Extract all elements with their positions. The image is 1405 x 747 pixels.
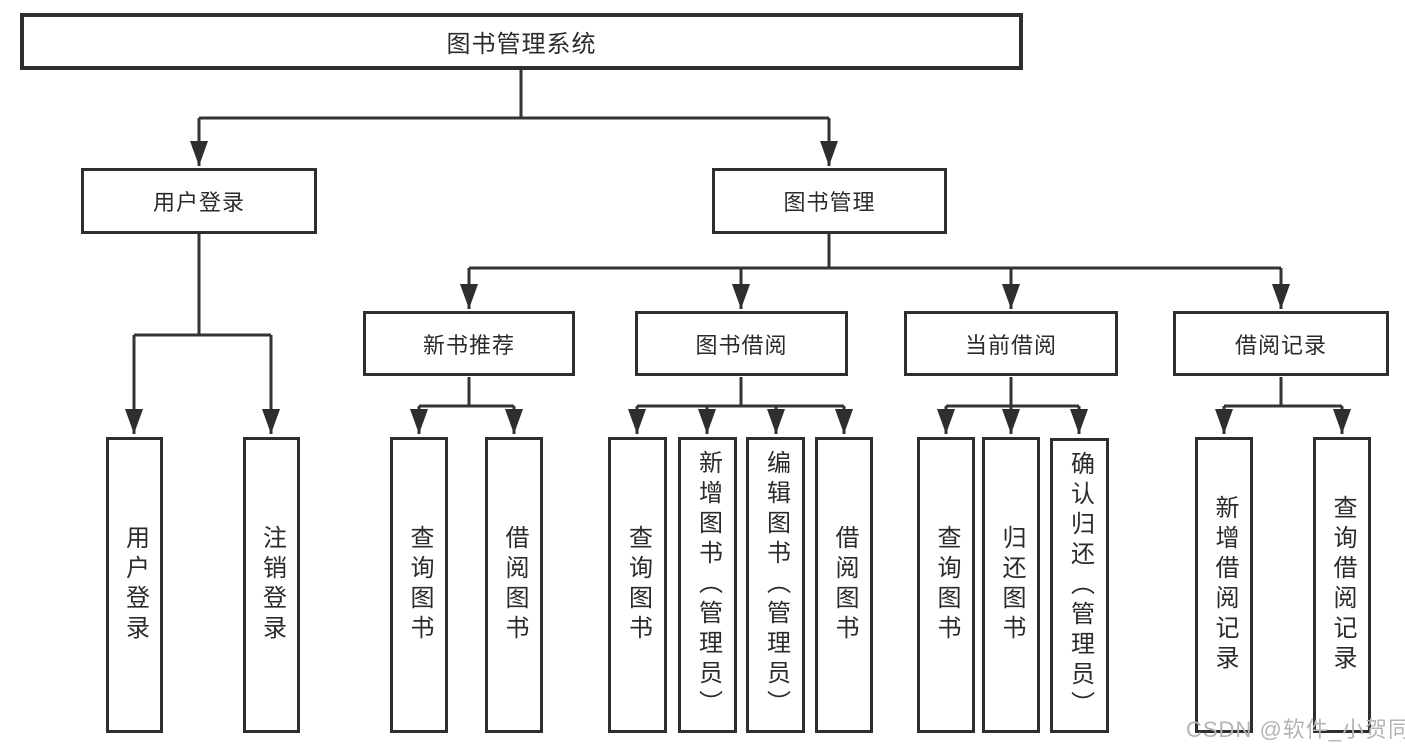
node-label: 用户登录 (121, 525, 149, 645)
node-label: 确认归还（管理员） (1066, 450, 1094, 721)
leaf-return-books: 归还图书 (982, 437, 1040, 733)
leaf-query-books-borrowing: 查询图书 (608, 437, 667, 733)
leaf-query-books-current: 查询图书 (917, 437, 975, 733)
node-label: 图书管理系统 (446, 31, 597, 58)
node-label: 查询图书 (406, 525, 433, 645)
node-label: 借阅记录 (1234, 332, 1327, 358)
node-library-management-system: 图书管理系统 (20, 13, 1023, 70)
node-label: 图书借阅 (695, 332, 788, 358)
node-label: 新书推荐 (422, 332, 515, 358)
node-label: 当前借阅 (964, 332, 1057, 358)
leaf-borrow-books-newbook: 借阅图书 (485, 437, 543, 733)
leaf-add-books-admin: 新增图书（管理员） (678, 437, 737, 733)
node-borrowing-records: 借阅记录 (1173, 311, 1389, 376)
node-label: 查询图书 (624, 525, 652, 645)
node-book-management: 图书管理 (712, 168, 947, 234)
leaf-query-books-newbook: 查询图书 (390, 437, 448, 733)
node-current-borrowing: 当前借阅 (904, 311, 1118, 376)
leaf-edit-books-admin: 编辑图书（管理员） (746, 437, 805, 733)
leaf-add-borrow-record: 新增借阅记录 (1195, 437, 1253, 733)
node-new-book-recommendation: 新书推荐 (363, 311, 575, 376)
leaf-query-borrow-record: 查询借阅记录 (1313, 437, 1371, 733)
node-label: 用户登录 (152, 190, 245, 215)
node-label: 借阅图书 (831, 525, 858, 645)
node-user-login-module: 用户登录 (81, 168, 317, 234)
leaf-confirm-return-admin: 确认归还（管理员） (1050, 438, 1109, 733)
node-label: 借阅图书 (501, 525, 528, 645)
node-label: 编辑图书（管理员） (762, 450, 790, 720)
node-label: 新增图书（管理员） (694, 450, 722, 720)
node-label: 查询图书 (933, 525, 960, 645)
leaf-borrow-books-borrowing: 借阅图书 (815, 437, 873, 733)
watermark: CSDN @软件_小贺同学 (1186, 717, 1405, 742)
node-label: 图书管理 (783, 190, 876, 215)
node-book-borrowing: 图书借阅 (635, 311, 848, 376)
node-label: 归还图书 (998, 525, 1025, 645)
leaf-logout: 注销登录 (243, 437, 300, 733)
leaf-user-login: 用户登录 (106, 437, 163, 733)
node-label: 新增借阅记录 (1211, 495, 1238, 675)
node-label: 查询借阅记录 (1329, 495, 1356, 675)
node-label: 注销登录 (258, 525, 286, 645)
